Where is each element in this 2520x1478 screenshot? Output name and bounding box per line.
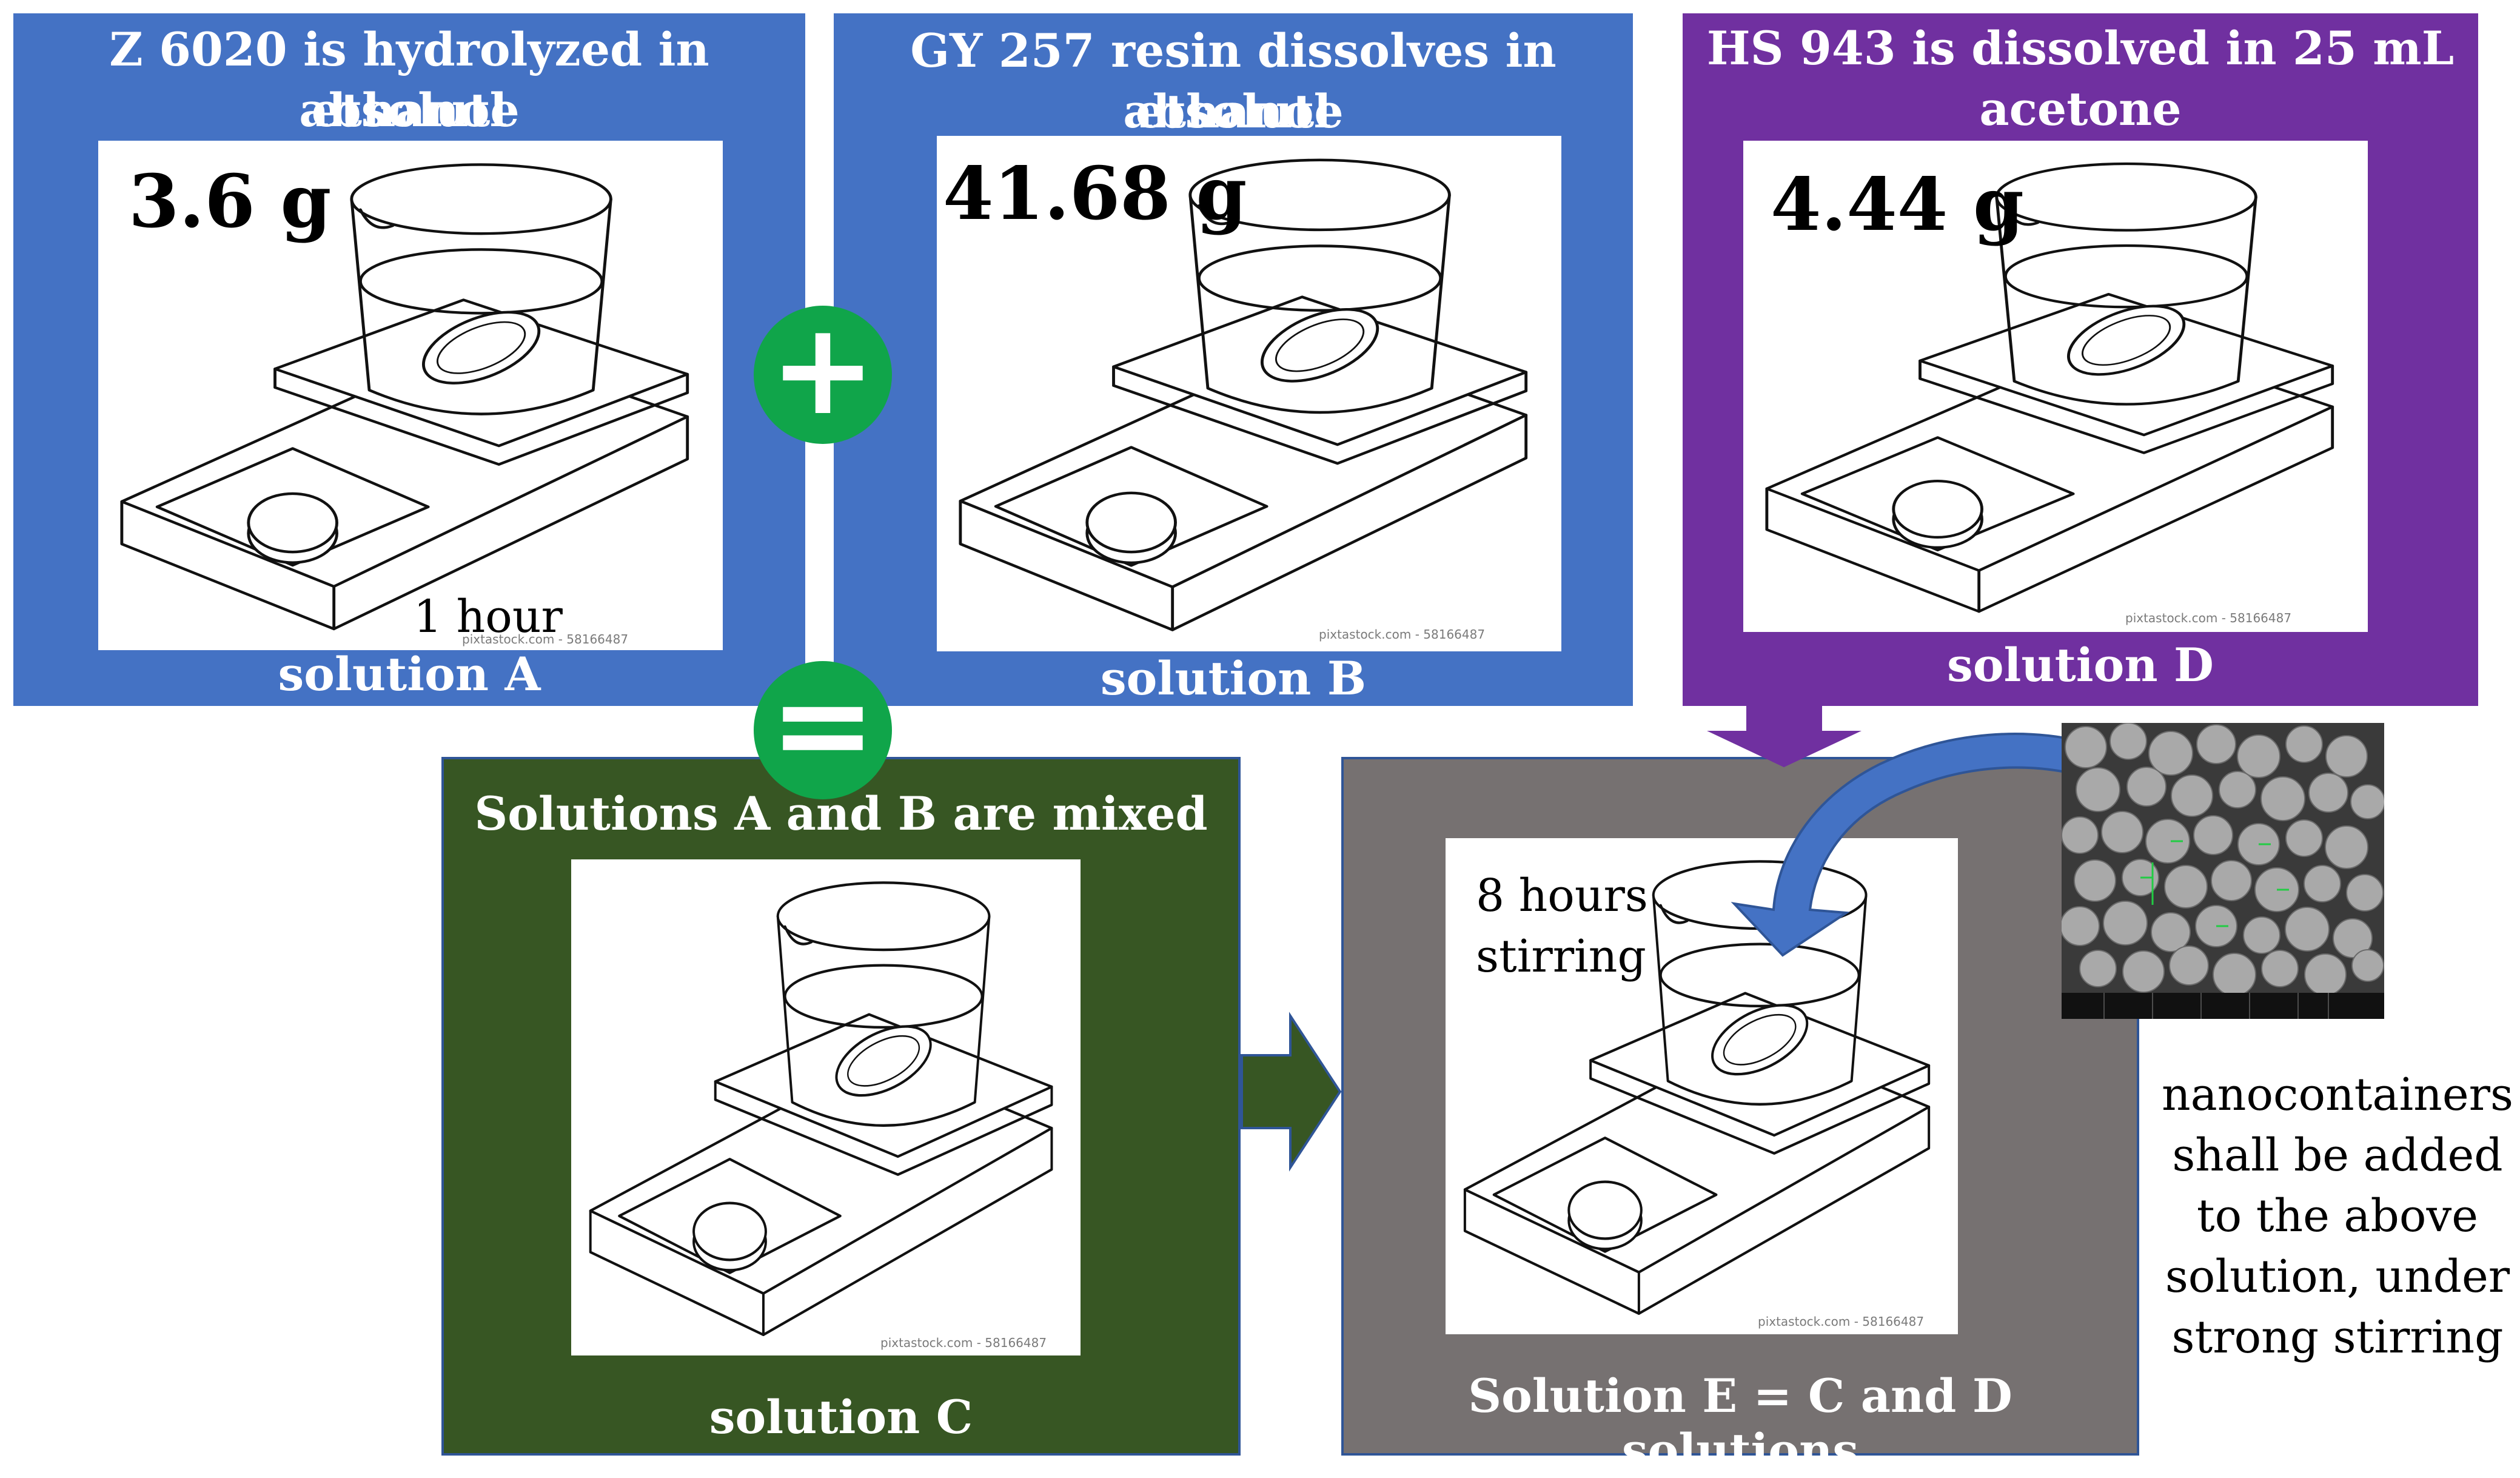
panel-e-stirring-note-line1: 8 hours <box>1476 870 1648 922</box>
panel-a-mass: 3.6 g <box>129 159 332 244</box>
arrow-right-icon <box>1241 1012 1342 1172</box>
panel-a-stirring-note: 1 hour stirring <box>414 591 563 643</box>
side-note-line-1: nanocontainers <box>2162 1069 2513 1121</box>
side-note-nanocontainers: nanocontainers shall be added to the abo… <box>2162 1064 2513 1368</box>
sem-micrograph-image <box>2062 723 2384 1019</box>
side-note-line-3: to the above <box>2196 1190 2479 1242</box>
panel-solution-b: GY 257 resin dissolves in absolute ethan… <box>834 13 1633 706</box>
magnetic-stirrer-icon <box>571 859 1081 1355</box>
panel-a-title-line2: ethanol <box>311 83 508 137</box>
nanoparticle-sem-icon <box>2062 723 2384 1019</box>
panel-b-watermark: pixtastock.com - 58166487 <box>1319 627 1486 642</box>
panel-d-mass: 4.44 g <box>1771 162 2024 247</box>
panel-c-stirrer-image: pixtastock.com - 58166487 <box>571 859 1081 1355</box>
panel-e-stirrer-image: 8 hours stirring pixtastock.com - 581664… <box>1446 838 1958 1334</box>
panel-a-watermark: pixtastock.com - 58166487 <box>462 632 629 647</box>
panel-b-title-line2: ethanol <box>1135 84 1332 138</box>
panel-b-stirrer-image: 41.68 g pixtastock.com - 58166487 <box>937 136 1561 651</box>
equals-icon: = <box>754 661 892 799</box>
panel-b-mass: 41.68 g <box>943 151 1247 237</box>
side-note-line-5: strong stirring <box>2171 1311 2504 1363</box>
panel-solution-d: HS 943 is dissolved in 25 mL acetone 4.4… <box>1683 13 2478 706</box>
panel-a-title-line1: Z 6020 is hydrolyzed in absolute <box>109 22 709 137</box>
panel-d-title-line1: HS 943 is dissolved in 25 mL <box>1706 21 2455 75</box>
panel-c-watermark: pixtastock.com - 58166487 <box>880 1335 1047 1350</box>
panel-d-footer: solution D <box>1947 638 2214 692</box>
panel-solution-c: Solutions A and B are mixed pixtastock.c… <box>441 757 1241 1456</box>
panel-b-footer: solution B <box>1100 651 1367 705</box>
side-note-line-2: shall be added <box>2172 1129 2503 1181</box>
panel-d-stirrer-image: 4.44 g pixtastock.com - 58166487 <box>1743 141 2368 632</box>
panel-e-footer: Solution E = C and D solutions <box>1468 1369 2012 1477</box>
panel-e-stirring-note-line2: stirring <box>1476 930 1646 983</box>
side-note-line-4: solution, under <box>2165 1251 2510 1303</box>
panel-d-watermark: pixtastock.com - 58166487 <box>2125 611 2292 625</box>
panel-a-stirrer-image: 3.6 g 1 hour stirring pixtastock.com - 5… <box>98 141 723 650</box>
panel-d-title-line2: acetone <box>1979 82 2182 136</box>
panel-c-footer: solution C <box>709 1390 973 1444</box>
panel-solution-a: Z 6020 is hydrolyzed in absolute ethanol… <box>13 13 805 706</box>
panel-a-footer: solution A <box>278 647 541 701</box>
panel-b-title-line1: GY 257 resin dissolves in absolute <box>910 24 1557 138</box>
plus-icon: + <box>754 306 892 444</box>
panel-solution-e: 8 hours stirring pixtastock.com - 581664… <box>1341 757 2139 1477</box>
panel-e-watermark: pixtastock.com - 58166487 <box>1758 1314 1925 1329</box>
